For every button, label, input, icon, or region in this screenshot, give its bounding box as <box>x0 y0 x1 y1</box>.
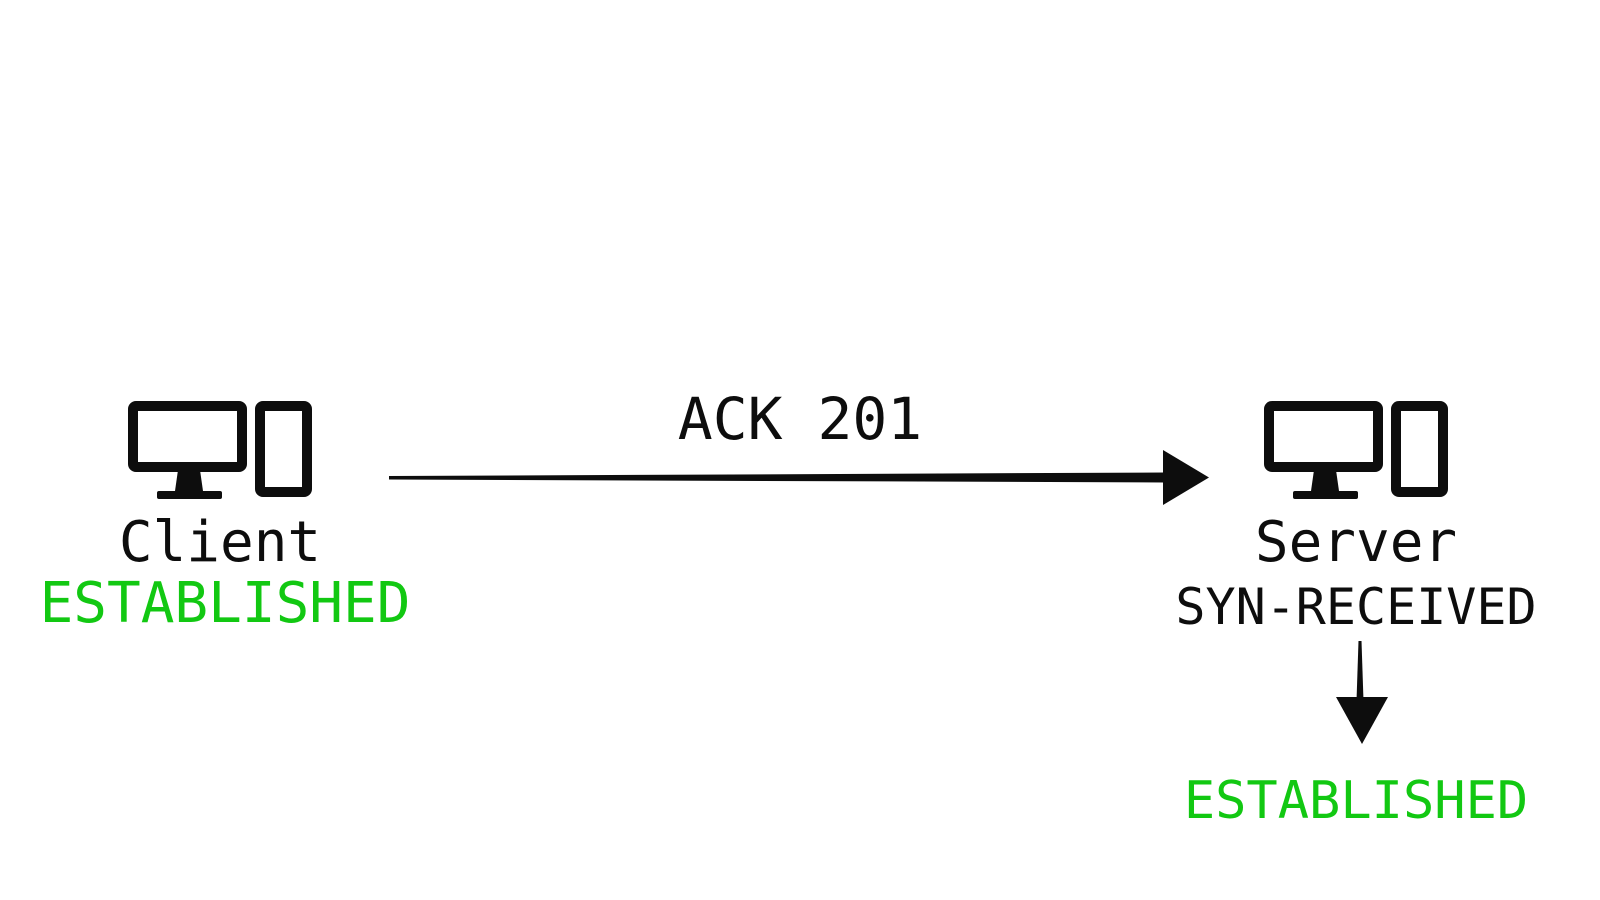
monitor-icon <box>128 401 247 472</box>
server-state-label: SYN-RECEIVED <box>1175 578 1537 636</box>
down-arrow-icon <box>1336 641 1388 744</box>
server-device-icon <box>1264 401 1448 499</box>
monitor-stand-icon <box>1311 470 1339 491</box>
transition-arrow-head <box>1336 697 1388 744</box>
monitor-icon <box>1264 401 1383 472</box>
client-state-label: ESTABLISHED <box>39 571 411 636</box>
server-next-state-label: ESTABLISHED <box>1183 771 1529 831</box>
right-arrow-icon <box>389 450 1209 505</box>
client-name-label: Client <box>118 510 322 575</box>
monitor-base-icon <box>157 491 222 499</box>
monitor-stand-icon <box>175 470 203 491</box>
server-name-label: Server <box>1254 510 1458 575</box>
transition-arrow-shaft <box>1356 641 1364 701</box>
message-arrow-shaft <box>389 472 1165 483</box>
client-device-icon <box>128 401 312 499</box>
message-arrow-head <box>1163 450 1209 505</box>
phone-icon <box>255 401 312 497</box>
monitor-base-icon <box>1293 491 1358 499</box>
message-label: ACK 201 <box>677 385 923 453</box>
phone-icon <box>1391 401 1448 497</box>
